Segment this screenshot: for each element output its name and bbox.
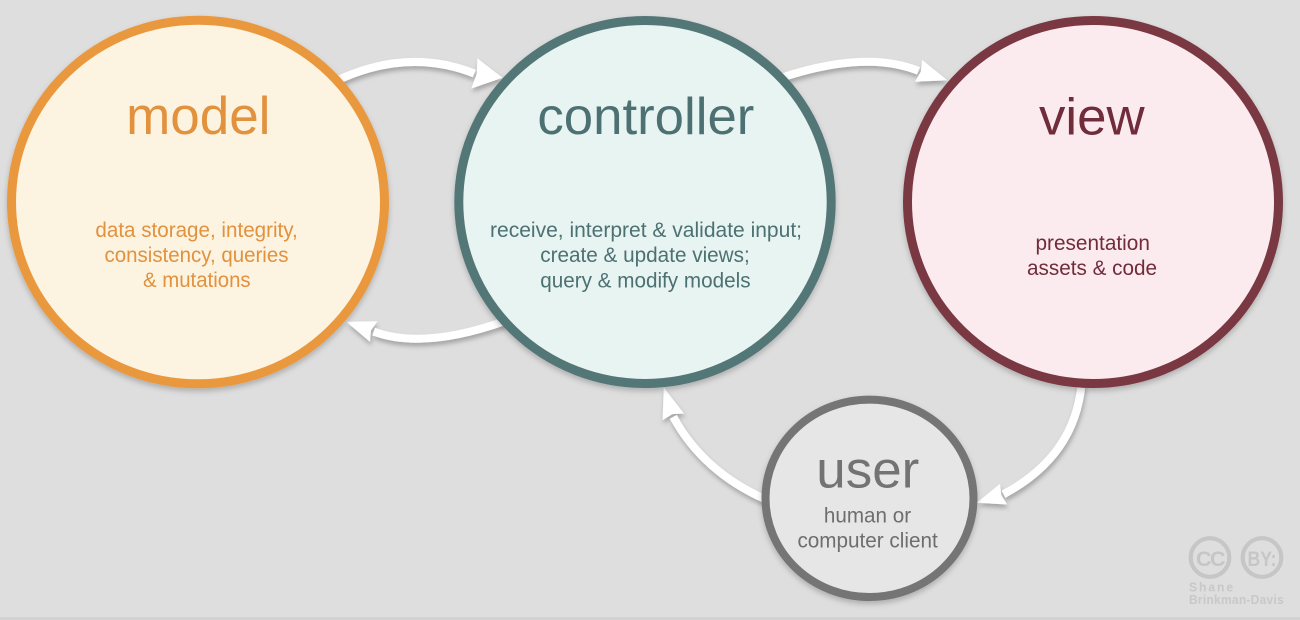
svg-text:& mutations: & mutations: [143, 269, 251, 292]
svg-text:data storage, integrity,: data storage, integrity,: [95, 219, 297, 242]
svg-text:human or: human or: [824, 505, 911, 528]
svg-text:presentation: presentation: [1036, 232, 1150, 255]
svg-text:query & modify models: query & modify models: [540, 269, 750, 292]
svg-text:controller: controller: [537, 88, 754, 146]
svg-text:assets & code: assets & code: [1027, 257, 1157, 280]
svg-text:computer client: computer client: [797, 530, 937, 553]
svg-text:view: view: [1039, 89, 1145, 147]
svg-text:Brinkman-Davis: Brinkman-Davis: [1189, 593, 1284, 607]
svg-text:user: user: [816, 442, 919, 500]
svg-text:Shane: Shane: [1189, 581, 1235, 595]
svg-text:create & update views;: create & update views;: [540, 244, 750, 267]
svg-text:receive, interpret & validate: receive, interpret & validate input;: [490, 219, 802, 242]
svg-text:CC: CC: [1196, 547, 1225, 571]
svg-text:BY:: BY:: [1248, 547, 1277, 571]
svg-text:consistency, queries: consistency, queries: [105, 244, 289, 267]
svg-text:model: model: [126, 87, 270, 146]
